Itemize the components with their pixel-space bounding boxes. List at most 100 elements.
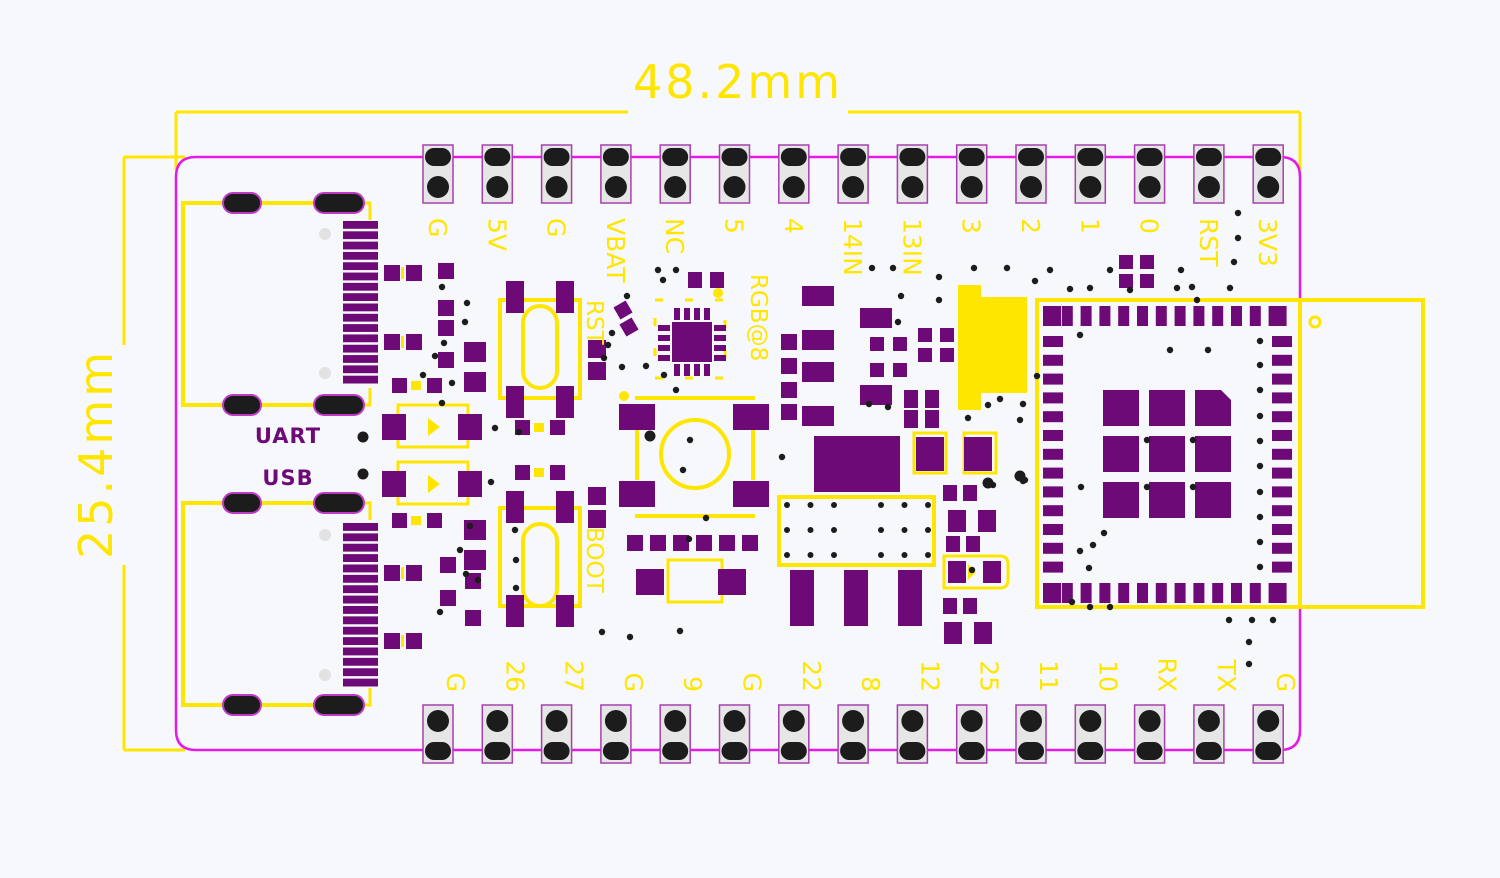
module-pad bbox=[1212, 306, 1224, 326]
usb-pad bbox=[343, 595, 378, 604]
pin-label: 14IN bbox=[838, 218, 867, 276]
qfn-pad bbox=[658, 355, 670, 361]
via bbox=[1143, 483, 1151, 491]
header-pin: 25 bbox=[955, 660, 1004, 764]
module-pad bbox=[1061, 306, 1073, 326]
header-pin: G bbox=[540, 144, 573, 237]
via bbox=[1248, 616, 1256, 624]
capacitor-pad bbox=[464, 550, 486, 570]
pin-hole bbox=[1255, 742, 1282, 760]
via bbox=[901, 552, 908, 558]
usb-pad bbox=[343, 241, 378, 250]
module-pad bbox=[1043, 373, 1063, 385]
pin-label: 9 bbox=[678, 676, 707, 692]
pin-label: 2 bbox=[1016, 218, 1045, 234]
resistor-pad bbox=[588, 510, 606, 528]
via bbox=[686, 436, 694, 444]
via bbox=[1245, 638, 1253, 646]
diode-usb bbox=[382, 460, 482, 506]
capacitor-pad bbox=[440, 590, 456, 606]
via bbox=[487, 478, 495, 486]
usb-pad bbox=[343, 355, 378, 363]
pin-hole bbox=[1197, 176, 1220, 198]
pin-hole bbox=[1136, 148, 1163, 166]
pin-label: 26 bbox=[500, 660, 529, 692]
pin-hole bbox=[484, 742, 511, 760]
usb-pad bbox=[343, 293, 378, 301]
resistor-silk bbox=[401, 336, 404, 348]
pin-hole bbox=[486, 710, 509, 732]
via bbox=[1003, 264, 1011, 272]
module-top-resistors bbox=[1119, 255, 1154, 288]
pin-hole bbox=[1018, 148, 1044, 166]
header-pin: 11 bbox=[1015, 660, 1063, 764]
header-pin: VBAT bbox=[600, 144, 632, 283]
pin-label: 3 bbox=[957, 218, 986, 234]
pin-label: 11 bbox=[1034, 660, 1063, 692]
via bbox=[474, 576, 482, 584]
pin-label: NC bbox=[660, 218, 689, 254]
pin-hole bbox=[958, 148, 985, 166]
via bbox=[1256, 538, 1264, 546]
large-via bbox=[644, 430, 656, 442]
pin-hole bbox=[602, 742, 629, 760]
pin-hole bbox=[901, 710, 924, 732]
via bbox=[1245, 660, 1253, 668]
pin-hole bbox=[604, 710, 627, 732]
regulator-thermal-vias bbox=[784, 502, 931, 558]
usb-pad bbox=[343, 637, 378, 645]
header-pin: G bbox=[718, 673, 767, 764]
via bbox=[1085, 564, 1093, 572]
large-via bbox=[357, 431, 369, 443]
usb-pad bbox=[343, 375, 378, 384]
via bbox=[1256, 513, 1264, 521]
via bbox=[1100, 529, 1108, 537]
pin-hole bbox=[604, 176, 627, 198]
pin-hole bbox=[486, 176, 509, 198]
array-pad bbox=[627, 535, 643, 551]
resistor-pad bbox=[588, 362, 606, 380]
large-via bbox=[1014, 470, 1026, 482]
module-pad bbox=[1272, 505, 1292, 517]
module-pad bbox=[1099, 306, 1111, 326]
via bbox=[685, 535, 693, 543]
pin-hole bbox=[899, 148, 926, 166]
via bbox=[1188, 283, 1196, 291]
capacitor-pad bbox=[464, 342, 486, 362]
via bbox=[964, 414, 972, 422]
pin-hole bbox=[1018, 742, 1044, 760]
via bbox=[878, 502, 884, 508]
module-pad bbox=[1043, 354, 1063, 366]
pin-label: G bbox=[1271, 673, 1300, 692]
module-pad bbox=[1099, 583, 1111, 603]
module-pad bbox=[1043, 505, 1063, 517]
pin-hole bbox=[664, 176, 687, 198]
via bbox=[807, 552, 814, 558]
header-pin: 1 bbox=[1074, 144, 1107, 234]
pin-label: 27 bbox=[560, 660, 589, 692]
via bbox=[1256, 412, 1264, 420]
pin-label: 12 bbox=[915, 660, 944, 692]
header-pin: 12 bbox=[896, 660, 944, 764]
via bbox=[1173, 284, 1181, 292]
qfn-pad bbox=[714, 355, 726, 361]
via bbox=[1077, 483, 1085, 491]
pin-label: G bbox=[423, 218, 452, 237]
via bbox=[884, 403, 892, 411]
pin-hole bbox=[543, 742, 570, 760]
resistor-pad bbox=[588, 487, 606, 505]
module-pad bbox=[1043, 542, 1063, 554]
pin-hole bbox=[842, 176, 865, 198]
usb-pad bbox=[343, 334, 378, 343]
header-pin: 9 bbox=[659, 676, 707, 764]
via bbox=[925, 502, 931, 508]
pin-hole bbox=[958, 742, 985, 760]
resistor-pad bbox=[406, 334, 422, 350]
capacitor-pad bbox=[464, 372, 486, 392]
qfn-pad bbox=[684, 308, 690, 320]
boot-label: BOOT bbox=[581, 527, 607, 594]
via bbox=[1086, 284, 1094, 292]
via bbox=[865, 400, 873, 408]
qfn-pad bbox=[674, 308, 680, 320]
via bbox=[654, 266, 662, 274]
